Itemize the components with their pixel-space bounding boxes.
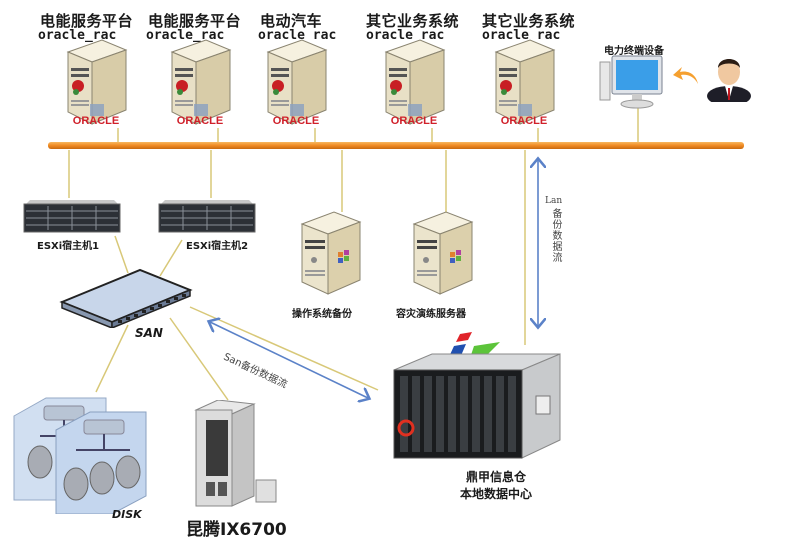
server-3-icon: ORACLE — [266, 39, 328, 127]
san-switch-icon — [59, 268, 193, 328]
esxi-host-2-label: ESXi宿主机2 — [186, 241, 249, 252]
disk-array-icon — [13, 397, 147, 514]
server-3-db: oracle rac — [258, 28, 337, 43]
oracle-logo: ORACLE — [73, 115, 119, 127]
wire-san-disk — [95, 324, 129, 393]
user-icon — [707, 59, 751, 102]
server-2-icon: ORACLE — [170, 39, 232, 127]
san-flow-arrow — [210, 322, 368, 398]
wire-esxi2-san — [159, 239, 183, 277]
storage-label: 昆腾IX6700 — [186, 520, 287, 540]
server-5-icon: ORACLE — [494, 39, 556, 127]
esxi-host-1-icon — [23, 200, 121, 233]
server-2-db: oracle_rac — [146, 28, 225, 43]
os-backup-server-icon — [300, 211, 362, 295]
server-4-db: oracle rac — [366, 28, 445, 43]
oracle-logo: ORACLE — [391, 115, 437, 127]
lan-flow-label-cn: 备份数据流 — [550, 208, 561, 263]
server-1-db: oracle_rac — [38, 28, 117, 43]
server-1-icon: ORACLE — [66, 39, 128, 127]
wire-esxi1-san — [114, 235, 129, 274]
server-5-db: oracle rac — [482, 28, 561, 43]
datacenter-line2: 本地数据中心 — [460, 487, 533, 501]
monitor-icon — [599, 55, 663, 109]
server-1-name: 电能服务平台 — [40, 12, 134, 30]
oracle-logo: ORACLE — [501, 115, 547, 127]
datacenter-line1: 鼎甲信息仓 — [466, 470, 527, 484]
lan-flow-label-en: Lan — [545, 196, 563, 206]
server-2-name: 电能服务平台 — [148, 12, 242, 30]
server-4-name: 其它业务系统 — [366, 12, 460, 30]
oracle-logo: ORACLE — [177, 115, 223, 127]
wire-san-storage — [169, 317, 229, 401]
san-label: SAN — [135, 326, 163, 340]
server-4-icon: ORACLE — [384, 39, 446, 127]
disk-label: DISK — [112, 508, 142, 521]
esxi-host-2-icon — [158, 200, 256, 233]
dr-drill-label: 容灾演练服务器 — [396, 309, 466, 320]
storage-rack-icon — [194, 400, 277, 507]
os-backup-label: 操作系统备份 — [292, 309, 352, 320]
datacenter-chassis-icon — [393, 353, 561, 459]
esxi-host-1-label: ESXi宿主机1 — [37, 241, 100, 252]
dr-drill-server-icon — [412, 211, 474, 295]
arrow-icon — [673, 67, 698, 84]
oracle-logo: ORACLE — [273, 115, 319, 127]
terminal-label: 电力终端设备 — [604, 46, 664, 57]
server-5-name: 其它业务系统 — [482, 12, 576, 30]
server-3-name: 电动汽车 — [260, 12, 323, 30]
network-bus — [48, 142, 744, 149]
